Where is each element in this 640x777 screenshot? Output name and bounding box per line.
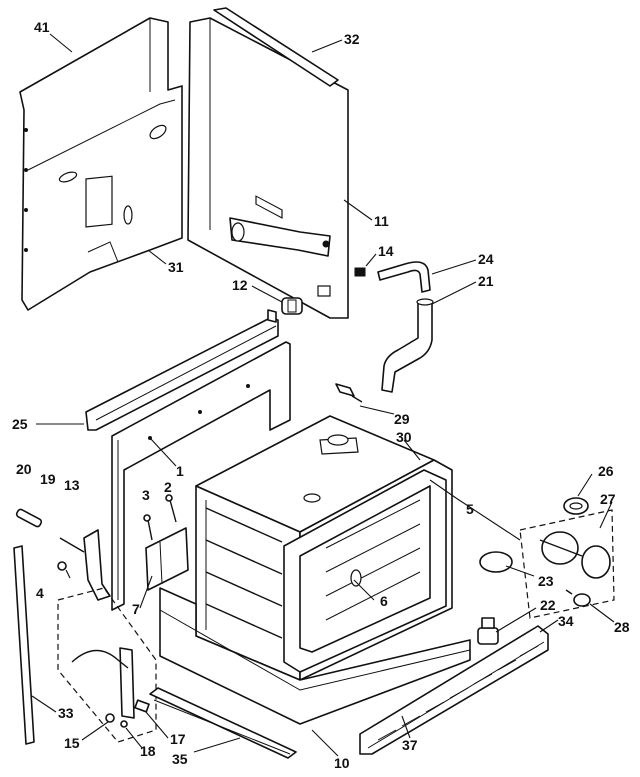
callout-29: 29 bbox=[394, 411, 410, 427]
callout-32: 32 bbox=[344, 31, 360, 47]
plug-part bbox=[281, 297, 303, 315]
callout-17: 17 bbox=[170, 731, 186, 747]
vent-tube bbox=[377, 261, 434, 393]
callout-41: 41 bbox=[34, 19, 50, 35]
callout-13: 13 bbox=[64, 477, 80, 493]
oven-cavity bbox=[159, 415, 471, 725]
callout-12: 12 bbox=[232, 277, 248, 293]
callout-25: 25 bbox=[12, 416, 28, 432]
callout-7: 7 bbox=[132, 601, 140, 617]
bulb-28 bbox=[565, 589, 591, 607]
callout-23: 23 bbox=[538, 573, 554, 589]
latch-arm bbox=[119, 647, 135, 719]
washer-part bbox=[105, 713, 115, 723]
callout-4: 4 bbox=[36, 585, 44, 601]
spring-and-pin bbox=[15, 508, 85, 553]
callout-5: 5 bbox=[466, 501, 474, 517]
callout-28: 28 bbox=[614, 619, 630, 635]
callout-22: 22 bbox=[540, 597, 556, 613]
vent-grille bbox=[359, 625, 549, 755]
callout-15: 15 bbox=[64, 735, 80, 751]
bottom-trim bbox=[149, 687, 297, 759]
callout-1: 1 bbox=[176, 463, 184, 479]
screws bbox=[143, 494, 177, 541]
lamp-socket bbox=[477, 617, 499, 645]
callout-37: 37 bbox=[402, 737, 418, 753]
callout-26: 26 bbox=[598, 463, 614, 479]
latch-part bbox=[83, 529, 111, 601]
screw-18 bbox=[120, 720, 128, 728]
callout-3: 3 bbox=[142, 487, 150, 503]
callout-33: 33 bbox=[58, 705, 74, 721]
callout-34: 34 bbox=[558, 613, 574, 629]
bracket-part bbox=[145, 527, 189, 591]
callout-10: 10 bbox=[334, 755, 350, 771]
rear-shield-panel bbox=[19, 17, 183, 311]
callout-20: 20 bbox=[16, 461, 32, 477]
callout-labels: 41 32 11 14 31 24 21 12 25 29 30 1 20 19… bbox=[12, 19, 630, 771]
callout-14: 14 bbox=[378, 243, 394, 259]
callout-18: 18 bbox=[140, 743, 156, 759]
callout-11: 11 bbox=[374, 213, 389, 229]
callout-27: 27 bbox=[600, 491, 616, 507]
rear-panel bbox=[187, 7, 349, 319]
clip-17 bbox=[134, 699, 150, 713]
lamp-lens bbox=[479, 551, 513, 573]
callout-24: 24 bbox=[478, 251, 494, 267]
top-trim-bar bbox=[85, 309, 279, 431]
sensor-part bbox=[335, 383, 363, 403]
callout-19: 19 bbox=[40, 471, 56, 487]
nut-part bbox=[57, 561, 67, 571]
leader-lines bbox=[31, 33, 615, 757]
callout-35: 35 bbox=[172, 751, 188, 767]
light-housing-27 bbox=[539, 531, 611, 579]
callout-2: 2 bbox=[164, 479, 172, 495]
callout-31: 31 bbox=[168, 259, 184, 275]
clip-part bbox=[354, 267, 366, 277]
callout-21: 21 bbox=[478, 273, 494, 289]
callout-6: 6 bbox=[380, 593, 388, 609]
callout-30: 30 bbox=[396, 429, 412, 445]
light-assembly-outline bbox=[519, 509, 615, 619]
side-trim-strip bbox=[13, 545, 35, 745]
